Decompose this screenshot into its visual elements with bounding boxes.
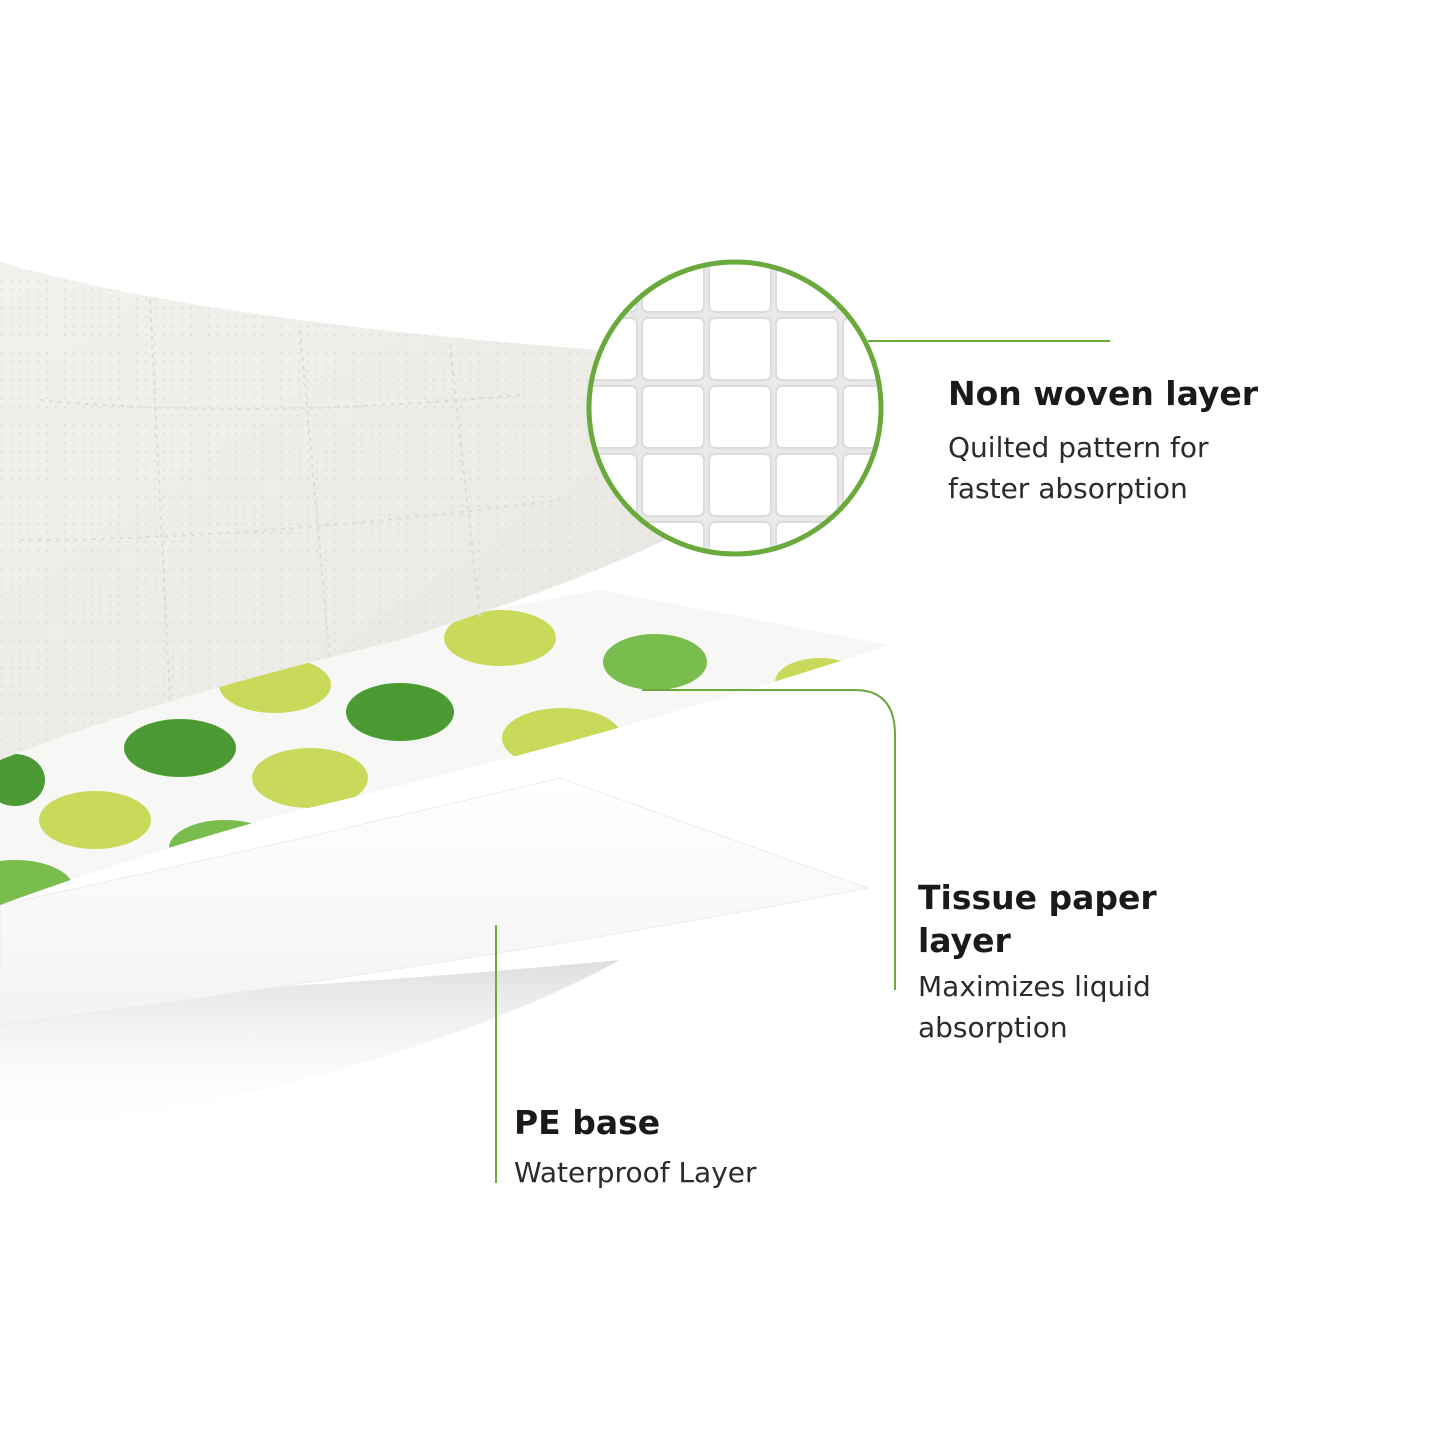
dot: [346, 683, 454, 741]
pe-base-layer: [0, 777, 870, 1026]
nonwoven-layer-description: Quilted pattern for faster absorption: [948, 431, 1209, 505]
tissue-layer-label: Tissue paper layer Maximizes liquid abso…: [918, 876, 1218, 1048]
dot: [124, 719, 236, 777]
dot: [444, 610, 556, 666]
pe-base-title: PE base: [514, 1103, 661, 1142]
nonwoven-texture: [0, 262, 735, 760]
dot: [603, 634, 707, 690]
tissue-layer-description: Maximizes liquid absorption: [918, 970, 1151, 1044]
dot: [39, 791, 151, 849]
dot: [252, 748, 368, 808]
pe-base-label: PE base Waterproof Layer: [514, 1101, 934, 1193]
nonwoven-layer-title: Non woven layer: [948, 374, 1259, 413]
dot: [775, 658, 865, 706]
tissue-layer-title: Tissue paper layer: [918, 878, 1157, 960]
stack-shadow: [0, 960, 620, 1140]
tissue-leader-line: [642, 689, 896, 990]
dot: [0, 754, 45, 806]
pe-base-description: Waterproof Layer: [514, 1156, 757, 1189]
dot: [502, 708, 622, 768]
nonwoven-layer-label: Non woven layer Quilted pattern for fast…: [948, 372, 1368, 509]
